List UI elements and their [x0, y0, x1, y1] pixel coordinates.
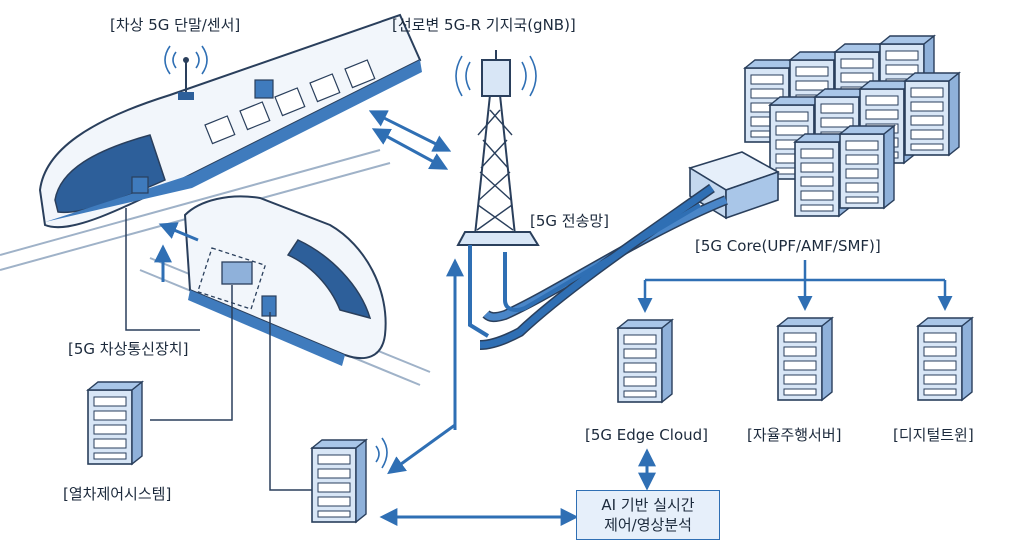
- edge-cloud-server-icon: [617, 319, 673, 403]
- label-autonomous-server: [자율주행서버]: [747, 426, 842, 444]
- wireless-link-arrows: [368, 110, 452, 170]
- label-control-system: [열차제어시스템]: [63, 485, 172, 503]
- control-system-server-icon: [87, 381, 143, 465]
- label-base-station: [선로변 5G-R 기지국(gNB)]: [392, 16, 576, 34]
- label-onboard-device: [5G 차상통신장치]: [68, 340, 189, 358]
- trackside-server-icon: [311, 437, 388, 523]
- train-lower: [183, 195, 387, 366]
- ai-analysis-box: AI 기반 실시간 제어/영상분석: [576, 490, 720, 540]
- label-train-terminal: [차상 5G 단말/센서]: [110, 16, 241, 34]
- label-edge-cloud: [5G Edge Cloud]: [585, 426, 709, 444]
- label-core: [5G Core(UPF/AMF/SMF)]: [695, 237, 881, 255]
- core-distribution-lines: [637, 260, 953, 313]
- ai-box-line1: AI 기반 실시간: [601, 496, 695, 514]
- digital-twin-server-icon: [917, 317, 973, 401]
- connector-lines: [125, 208, 312, 491]
- autonomous-server-icon: [777, 317, 833, 401]
- label-transport-network: [5G 전송망]: [530, 212, 610, 230]
- train-upper: [38, 13, 422, 229]
- transport-link: [468, 203, 702, 338]
- label-digital-twin: [디지털트윈]: [893, 426, 974, 444]
- flow-arrows: [154, 222, 656, 526]
- ai-box-line2: 제어/영상분석: [604, 516, 692, 534]
- chip-icon: [131, 79, 274, 194]
- base-station-tower-icon: [455, 50, 540, 246]
- antenna-icon: [164, 45, 208, 100]
